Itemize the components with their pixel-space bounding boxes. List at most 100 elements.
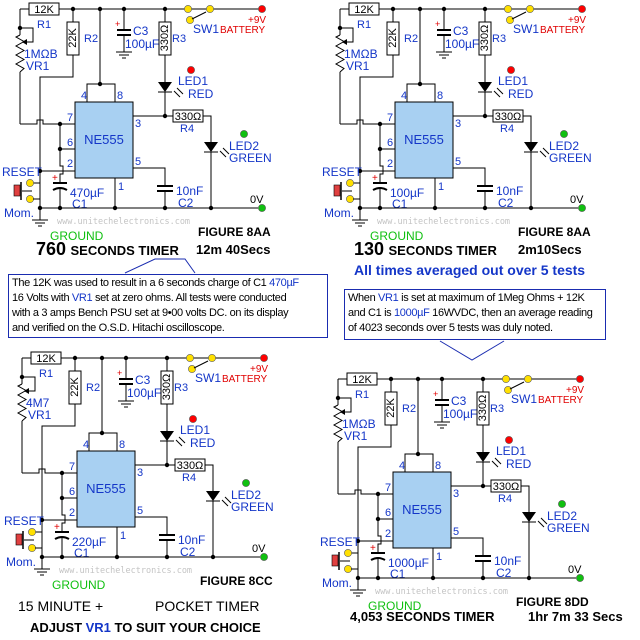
r2-value: 22K (69, 377, 81, 397)
pin-4-label: 4 (83, 439, 89, 451)
wiper-arrow-icon (340, 409, 345, 415)
reset-label: RESET (4, 514, 45, 528)
led1-color-label: RED (506, 457, 532, 471)
wire (491, 460, 499, 468)
c3-value: 100µF (127, 386, 161, 400)
adjust-text: ADJUST (30, 620, 86, 635)
vr1-value: 1MΩB (24, 47, 58, 61)
ne555-chip (76, 450, 136, 528)
c1-value: 470µF (70, 186, 104, 200)
pointer-arrow-bottom (439, 340, 505, 361)
chip-label: NE555 (402, 502, 442, 517)
plus9v-label: +9V (568, 15, 586, 26)
wire (61, 473, 66, 532)
reset-contact (344, 565, 352, 573)
r1-label: R1 (357, 19, 371, 31)
r1-resistor (28, 2, 60, 16)
led2-green-indicator (242, 479, 250, 487)
pin-2-label: 2 (69, 507, 75, 519)
c1-plus-sign: + (372, 173, 378, 184)
c3-label: C3 (133, 24, 149, 38)
note-text: and verified on the O.S.D. Hitachi oscil… (12, 322, 225, 334)
c1-label: C1 (72, 197, 88, 211)
r2-reset-wire (359, 55, 394, 208)
r1-label: R1 (37, 19, 51, 31)
r1-value: 12K (354, 4, 374, 16)
junction-dot (375, 575, 381, 581)
sw1-contact (208, 354, 216, 362)
c2-label: C2 (178, 196, 194, 210)
sw1-label: SW1 (193, 22, 219, 36)
reset-contact (344, 549, 352, 557)
junction-dot (57, 205, 63, 211)
chip-label: NE555 (404, 132, 444, 147)
led1-label: LED1 (498, 74, 528, 88)
c1-label: C1 (74, 546, 90, 560)
zero-volt-terminal (260, 553, 268, 561)
pin-5-label: 5 (135, 156, 141, 168)
wire (88, 432, 118, 451)
r2-value: 22K (387, 28, 399, 48)
r3-value: 330Ω (479, 25, 491, 52)
zero-volt-label: 0V (570, 194, 584, 206)
r3-label: R3 (172, 33, 186, 45)
c1-value: 1000µF (388, 556, 429, 570)
pin-3-label: 3 (137, 467, 143, 479)
led1-label: LED1 (180, 423, 210, 437)
led2-color-label: GREEN (231, 500, 274, 514)
reset-label: RESET (320, 535, 361, 549)
wire (379, 124, 384, 183)
junction-dot (59, 554, 65, 560)
pin-8-label: 8 (435, 460, 441, 472)
r2-label: R2 (86, 382, 100, 394)
pin-3-label: 3 (135, 118, 141, 130)
pin-2-label: 2 (67, 158, 73, 170)
title-text: SECONDS TIMER (388, 243, 497, 258)
watermark: www.unitechelectronics.com (59, 566, 192, 576)
wire (523, 115, 532, 142)
wiper-arrow-icon (24, 388, 29, 394)
vr1-potentiometer (14, 34, 26, 73)
r1-value: 12K (352, 374, 372, 386)
led2-green-indicator (240, 130, 248, 138)
led2-color-label: GREEN (549, 151, 592, 165)
led1-diode (158, 82, 172, 92)
plus9v-terminal (578, 5, 586, 13)
note-highlight: VR1 (71, 292, 93, 304)
pin-7-label: 7 (67, 112, 73, 124)
wire (542, 147, 550, 155)
pin-5-label: 5 (455, 156, 461, 168)
duration-8aa-130: 2m10Secs (518, 242, 582, 257)
c2-label: C2 (498, 196, 514, 210)
r1-resistor (30, 351, 62, 365)
c3-plus-sign: + (433, 389, 438, 399)
vr1-wiper (340, 27, 354, 43)
c2-value: 10nF (176, 184, 203, 198)
wire (205, 464, 214, 491)
reset-contact (28, 544, 36, 552)
pin-2-label: 2 (385, 528, 391, 540)
r2-value: 22K (385, 398, 397, 418)
title-15-minute: 15 MINUTE + (18, 598, 104, 614)
title-number: 760 (36, 239, 67, 259)
sw1-lever (191, 11, 207, 20)
r2-reset-wire (39, 55, 74, 208)
sw1-lever (509, 381, 525, 390)
c2-label: C2 (180, 545, 196, 559)
pin-6-label: 6 (67, 137, 73, 149)
c3-value: 100µF (445, 37, 479, 51)
pin-6-label: 6 (69, 486, 75, 498)
reset-contact (346, 179, 354, 187)
pin-4-label: 4 (81, 90, 87, 102)
r2-label: R2 (404, 33, 418, 45)
wire (133, 167, 166, 186)
led2-diode (204, 142, 218, 152)
chip-label: NE555 (84, 132, 124, 147)
r2-label: R2 (402, 403, 416, 415)
wire (493, 90, 501, 98)
pointer-arrow-top (124, 258, 196, 274)
figure-label: FIGURE 8CC (200, 574, 273, 588)
